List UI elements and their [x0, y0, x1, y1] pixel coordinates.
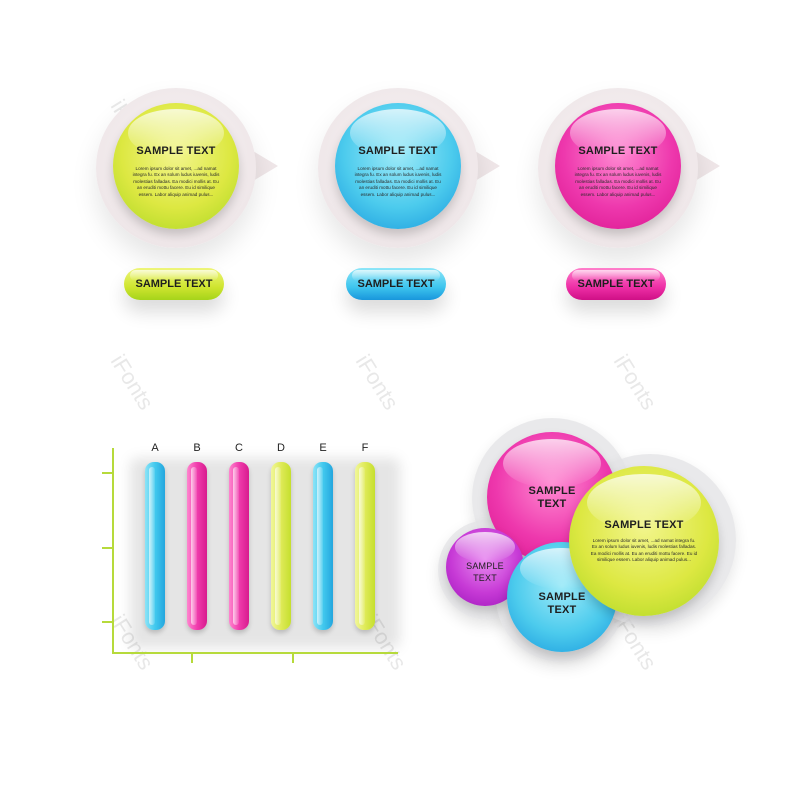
y-axis-tick: [102, 472, 112, 474]
bubble-circle: SAMPLE TEXT Lorem ipsum dolor sit amet, …: [335, 103, 461, 229]
bar-b: [187, 462, 207, 630]
bar-label-e: E: [319, 442, 327, 454]
x-axis-tick: [292, 654, 294, 663]
bubble-body-text: Lorem ipsum dolor sit amet, ...ad namat …: [574, 166, 662, 197]
watermark-text: iFonts: [608, 350, 662, 415]
bar-label-b: B: [193, 442, 201, 454]
sample-text-button-cyan[interactable]: SAMPLE TEXT: [346, 268, 446, 300]
button-label: SAMPLE TEXT: [577, 278, 655, 290]
bar-label-a: A: [151, 442, 159, 454]
bar-a: [145, 462, 165, 630]
bubble-body-text: Lorem ipsum dolor sit amet, ...ad namat …: [132, 166, 220, 197]
x-axis: [112, 652, 398, 654]
watermark-text: iFonts: [350, 350, 404, 415]
button-label: SAMPLE TEXT: [357, 278, 435, 290]
bubble-title: SAMPLE TEXT: [578, 145, 658, 157]
circle-pink-label: SAMPLE TEXT: [528, 485, 576, 510]
y-axis-tick: [102, 621, 112, 623]
bubble-circle: SAMPLE TEXT Lorem ipsum dolor sit amet, …: [555, 103, 681, 229]
y-axis: [112, 448, 114, 654]
bar-f: [355, 462, 375, 630]
circle-yellow: SAMPLE TEXT Lorem ipsum dolor sit amet, …: [569, 466, 719, 616]
bubble-title: SAMPLE TEXT: [136, 145, 216, 157]
button-label: SAMPLE TEXT: [135, 278, 213, 290]
x-axis-tick: [191, 654, 193, 663]
bar-label-f: F: [361, 442, 369, 454]
sample-text-button-pink[interactable]: SAMPLE TEXT: [566, 268, 666, 300]
circle-purple-label: SAMPLE TEXT: [466, 561, 504, 583]
bar-label-c: C: [235, 442, 243, 454]
bubble-body-text: Lorem ipsum dolor sit amet, ...ad namat …: [354, 166, 442, 197]
bar-d: [271, 462, 291, 630]
bar-e: [313, 462, 333, 630]
circle-cyan-label: SAMPLE TEXT: [538, 591, 586, 616]
bar-label-d: D: [277, 442, 285, 454]
bubble-circle: SAMPLE TEXT Lorem ipsum dolor sit amet, …: [113, 103, 239, 229]
bar-c: [229, 462, 249, 630]
circle-yellow-title: SAMPLE TEXT: [604, 519, 684, 531]
circle-yellow-body: Lorem ipsum dolor sit amet, ...ad namat …: [590, 538, 698, 563]
y-axis-tick: [102, 547, 112, 549]
bubble-title: SAMPLE TEXT: [358, 145, 438, 157]
sample-text-button-yellow[interactable]: SAMPLE TEXT: [124, 268, 224, 300]
watermark-text: iFonts: [105, 350, 159, 415]
